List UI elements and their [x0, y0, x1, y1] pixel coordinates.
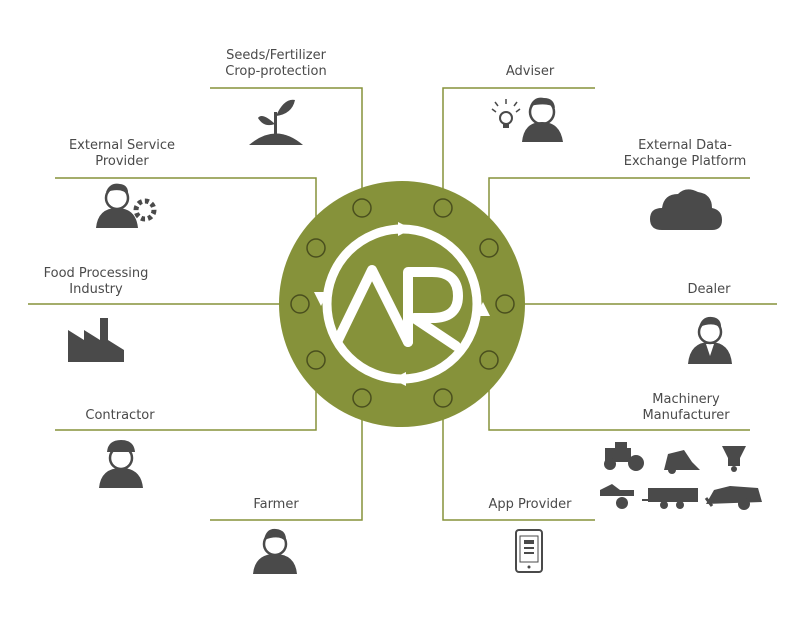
label-external-data: External Data- Exchange Platform — [610, 138, 760, 170]
connector-adviser — [442, 87, 595, 208]
tractor-icon — [604, 442, 644, 471]
connector-farmer — [210, 398, 363, 521]
label-food: Food Processing Industry — [26, 266, 166, 298]
label-external-data-line1: External Data- — [638, 138, 732, 153]
label-machinery: Machinery Manufacturer — [624, 392, 748, 424]
label-dealer-line1: Dealer — [687, 282, 731, 297]
node-dot-machinery[interactable] — [479, 350, 499, 370]
label-seeds-line2: Crop-protection — [225, 64, 327, 79]
node-dot-farmer[interactable] — [352, 388, 372, 408]
label-machinery-line2: Manufacturer — [642, 408, 730, 423]
node-dot-contractor[interactable] — [306, 350, 326, 370]
ring-connectors — [290, 198, 515, 408]
node-dot-app[interactable] — [433, 388, 453, 408]
cloud-icon — [650, 189, 722, 230]
label-external-service-line1: External Service — [68, 138, 176, 153]
connector-external-service — [55, 177, 317, 248]
connector-app — [442, 398, 595, 521]
spreader-icon — [722, 446, 746, 472]
farm-machinery-icons — [600, 442, 762, 510]
businessman-icon — [688, 316, 732, 364]
node-dot-food[interactable] — [290, 294, 310, 314]
label-farmer-line1: Farmer — [253, 497, 299, 512]
label-contractor: Contractor — [60, 408, 180, 424]
rotation-arrows — [314, 222, 490, 386]
label-food-line1: Food Processing — [43, 266, 149, 281]
label-farmer: Farmer — [224, 497, 328, 513]
harvester-icon — [664, 450, 700, 474]
node-dot-external-data[interactable] — [479, 238, 499, 258]
label-seeds-line1: Seeds/Fertilizer — [226, 48, 326, 63]
smartphone-icon — [515, 529, 543, 573]
label-dealer: Dealer — [654, 282, 764, 298]
combine-icon — [704, 486, 762, 510]
node-dot-seeds[interactable] — [352, 198, 372, 218]
connector-seeds — [210, 87, 363, 208]
seeder-icon — [600, 484, 634, 509]
label-external-data-line2: Exchange Platform — [623, 154, 747, 169]
node-dot-adviser[interactable] — [433, 198, 453, 218]
farmer-icon — [253, 528, 297, 574]
factory-icon — [68, 318, 124, 362]
label-external-service-line2: Provider — [95, 154, 149, 169]
label-app: App Provider — [470, 497, 590, 513]
label-contractor-line1: Contractor — [85, 408, 155, 423]
node-dot-dealer[interactable] — [495, 294, 515, 314]
adviser-with-lightbulb-icon — [491, 97, 563, 142]
ar-logo — [333, 265, 463, 351]
hub-disc — [279, 181, 525, 427]
label-machinery-line1: Machinery — [652, 392, 720, 407]
label-food-line2: Industry — [69, 282, 123, 297]
seedling-icon — [249, 99, 303, 145]
label-external-service: External Service Provider — [50, 138, 194, 170]
worker-helmet-icon — [99, 440, 143, 488]
connector-lines — [28, 87, 777, 521]
label-adviser: Adviser — [464, 64, 596, 80]
label-seeds: Seeds/Fertilizer Crop-protection — [210, 48, 342, 80]
node-dot-external-service[interactable] — [306, 238, 326, 258]
label-app-line1: App Provider — [488, 497, 572, 512]
person-with-gear-icon — [96, 183, 157, 228]
label-adviser-line1: Adviser — [505, 64, 555, 79]
trailer-icon — [642, 488, 698, 509]
